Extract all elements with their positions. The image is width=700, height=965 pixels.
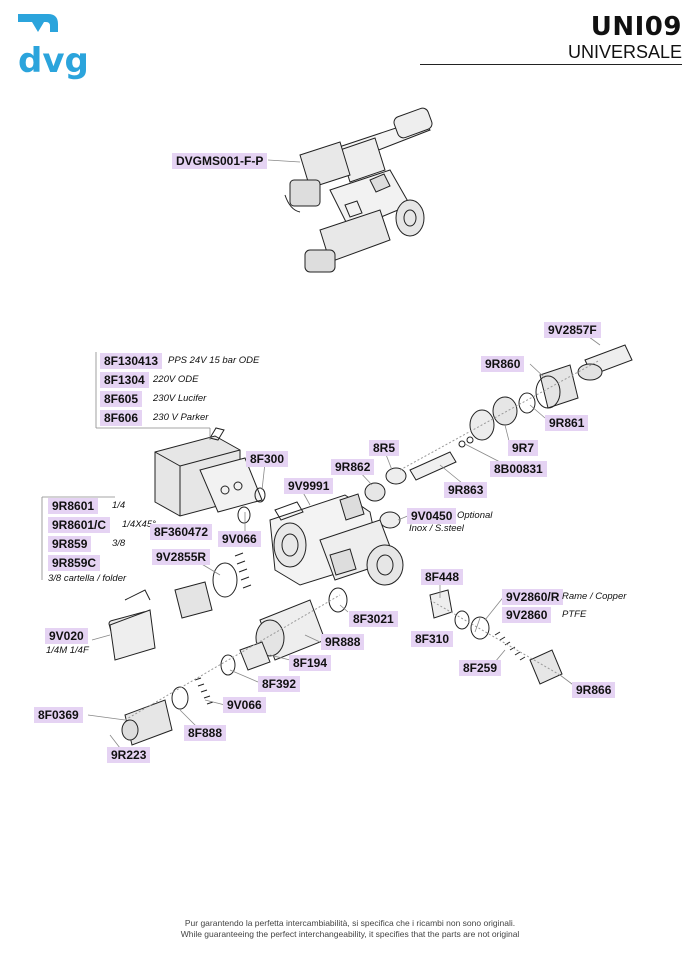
right-lower-parts: [429, 589, 563, 685]
label-9v2860r: 9V2860/R: [502, 589, 564, 605]
label-9v066-lower: 9V066: [223, 697, 266, 713]
valve-body-illustration: [237, 487, 404, 586]
right-spindle-parts: [364, 344, 633, 529]
label-8f300: 8F300: [246, 451, 289, 467]
footer-disclaimer: Pur garantendo la perfetta intercambiabi…: [0, 918, 700, 940]
label-9r861: 9R861: [545, 415, 589, 431]
label-8r5: 8R5: [369, 440, 400, 456]
label-9v9991: 9V9991: [284, 478, 334, 494]
note-copper: Rame / Copper: [562, 591, 627, 602]
fitting-desc: 3/8: [112, 538, 126, 549]
coil-code: 8F605: [100, 391, 143, 407]
fitting-desc: 1/4: [112, 500, 126, 511]
model-subtitle: UNIVERSALE: [567, 42, 682, 62]
label-9r223: 9R223: [107, 747, 151, 763]
label-8f360472: 8F360472: [150, 524, 213, 540]
label-8b00831: 8B00831: [490, 461, 547, 477]
label-9v0450: 9V0450: [407, 508, 457, 524]
label-9v066-upper: 9V066: [218, 531, 261, 547]
label-9v2855r: 9V2855R: [152, 549, 211, 565]
fitting-code: 9R8601: [48, 498, 99, 514]
label-8f194: 8F194: [289, 655, 332, 671]
label-8f0369: 8F0369: [34, 707, 83, 723]
label-9r888: 9R888: [321, 634, 365, 650]
note-inox: Inox / S.steel: [409, 523, 464, 534]
coil-code: 8F1304: [100, 372, 149, 388]
fitting-desc: 1/4X45°: [122, 519, 156, 530]
label-9v2857f: 9V2857F: [544, 322, 601, 338]
label-9r866: 9R866: [572, 682, 616, 698]
disclaimer-italian: Pur garantendo la perfetta intercambiabi…: [184, 918, 516, 928]
disclaimer-english: While guaranteeing the perfect interchan…: [180, 929, 520, 939]
coil-code: 8F606: [100, 410, 143, 426]
fitting-code: 9R859: [48, 536, 92, 552]
label-9r862: 9R862: [331, 459, 375, 475]
label-9r7: 9R7: [508, 440, 539, 456]
axis-lines: [124, 359, 601, 721]
note-optional: Optional: [457, 510, 493, 521]
note-9v020: 1/4M 1/4F: [46, 645, 89, 656]
label-8f392: 8F392: [258, 676, 301, 692]
label-8f888: 8F888: [184, 725, 227, 741]
solenoid-coil-illustration: [154, 427, 263, 517]
left-fittings: [108, 552, 252, 661]
label-8f448: 8F448: [421, 569, 464, 585]
label-8f259: 8F259: [459, 660, 502, 676]
note-ptfe: PTFE: [562, 609, 587, 620]
label-assembly: DVGMS001-F-P: [172, 153, 268, 169]
assembled-valve-illustration: [284, 107, 433, 273]
leader-lines: [41, 159, 601, 749]
label-9r863: 9R863: [444, 482, 488, 498]
label-8f310: 8F310: [411, 631, 454, 647]
svg-text:dvg: dvg: [18, 41, 89, 80]
coil-desc: 230 V Parker: [153, 412, 209, 423]
header-rule: [420, 64, 682, 65]
label-9v020: 9V020: [45, 628, 88, 644]
fitting-desc: 3/8 cartella / folder: [48, 573, 127, 584]
fitting-code: 9R8601/C: [48, 517, 111, 533]
coil-desc: PPS 24V 15 bar ODE: [168, 355, 260, 366]
label-8f3021: 8F3021: [349, 611, 398, 627]
model-title: UNI09: [590, 12, 682, 42]
dvg-logo: dvg: [18, 14, 89, 80]
coil-desc: 230V Lucifer: [153, 393, 207, 404]
fitting-code: 9R859C: [48, 555, 101, 571]
label-9v2860: 9V2860: [502, 607, 552, 623]
coil-desc: 220V ODE: [153, 374, 199, 385]
label-9r860: 9R860: [481, 356, 525, 372]
lower-parts: [121, 587, 348, 746]
coil-code: 8F130413: [100, 353, 163, 369]
